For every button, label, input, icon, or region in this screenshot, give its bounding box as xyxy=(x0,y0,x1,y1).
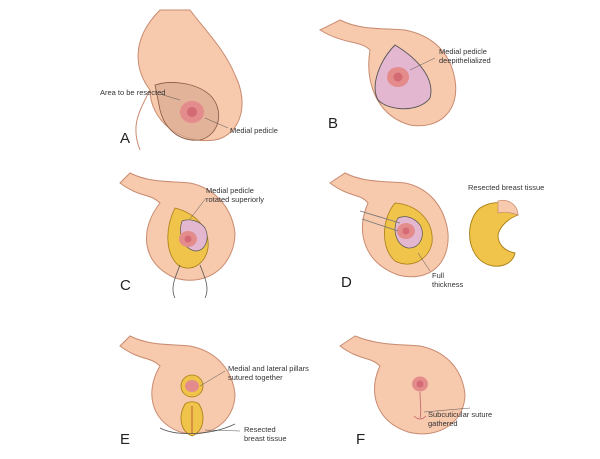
panel-e-illustration xyxy=(119,335,241,437)
label-thickness: thickness xyxy=(432,280,464,289)
incision-line xyxy=(172,264,181,299)
label-sutured-together: sutured together xyxy=(228,373,283,382)
label-subcuticular-suture: Subcuticular suture xyxy=(428,410,493,419)
nipple xyxy=(187,107,197,117)
leader-line xyxy=(199,370,226,387)
label-medial-pedicle: Medial pedicle xyxy=(206,186,254,195)
leader-line xyxy=(159,93,181,101)
panel-a: A Area to be resected Medial pedicle xyxy=(0,0,300,153)
panel-d-illustration xyxy=(329,172,519,278)
panel-letter: B xyxy=(328,115,339,132)
label-resected: Resected xyxy=(244,425,276,434)
leader-line xyxy=(189,197,207,220)
vertical-scar xyxy=(419,391,422,419)
nipple xyxy=(416,380,424,388)
panel-letter: C xyxy=(120,277,131,294)
panel-letter: E xyxy=(120,431,131,448)
areola xyxy=(185,380,199,392)
panel-f-illustration xyxy=(339,335,471,435)
panel-b-illustration xyxy=(318,19,457,127)
retractor xyxy=(359,210,401,224)
torso-line xyxy=(135,89,151,151)
label-resected-breast-tissue: Resected breast tissue xyxy=(468,183,545,192)
label-medial-and-lateral-pillars: Medial and lateral pillars xyxy=(228,364,309,373)
panel-letter: A xyxy=(120,130,131,147)
incision-line xyxy=(159,423,236,434)
label-medial-pedicle: Medial pedicle xyxy=(230,126,278,135)
label-breast-tissue: breast tissue xyxy=(244,434,287,443)
breast-skin xyxy=(339,335,466,435)
panel-letter: D xyxy=(341,274,352,291)
gathered-suture xyxy=(413,415,427,420)
label-gathered: gathered xyxy=(428,419,458,428)
panel-letter: F xyxy=(356,431,366,448)
resected-tissue-skin xyxy=(497,199,519,216)
panel-e: E Medial and lateral pillars sutured tog… xyxy=(0,306,309,459)
label-area-to-be-resected: Area to be resected xyxy=(100,88,166,97)
panel-b: B Medial pedicle deepithelialized xyxy=(300,0,600,153)
leader-line xyxy=(204,429,241,432)
nipple xyxy=(184,235,192,243)
panel-c-illustration xyxy=(119,172,236,299)
incision-line xyxy=(199,264,208,299)
leader-line xyxy=(417,252,431,272)
label-medial-pedicle: Medial pedicle xyxy=(439,47,487,56)
panel-d: D Resected breast tissue Full thickness xyxy=(300,153,600,306)
leader-line xyxy=(204,117,229,129)
nipple xyxy=(393,72,403,82)
panel-f: F Subcuticular suture gathered xyxy=(300,306,600,459)
retractor xyxy=(361,218,399,232)
label-full: Full xyxy=(432,271,445,280)
label-deepithelialized: deepithelialized xyxy=(439,56,491,65)
nipple xyxy=(402,227,410,235)
panel-a-illustration xyxy=(135,9,243,151)
leader-line xyxy=(409,57,436,71)
breast-skin xyxy=(119,335,236,435)
leader-line xyxy=(423,407,471,413)
panel-c: C Medial pedicle rotated superiorly xyxy=(0,153,300,306)
label-rotated-superiorly: rotated superiorly xyxy=(206,195,264,204)
